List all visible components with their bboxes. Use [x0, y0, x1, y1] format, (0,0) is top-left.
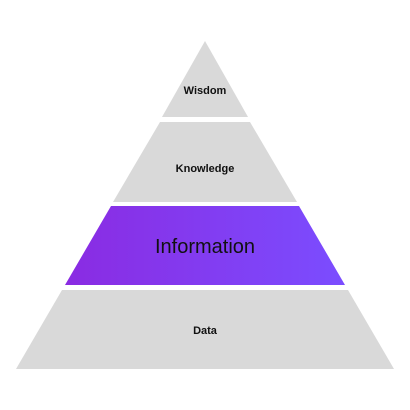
tier-data-label: Data [193, 325, 218, 337]
tier-information-label: Information [155, 236, 255, 258]
tier-knowledge [113, 122, 297, 202]
tier-wisdom-label: Wisdom [184, 85, 227, 97]
tier-knowledge-label: Knowledge [176, 163, 235, 175]
tier-information [65, 206, 345, 285]
tier-wisdom [162, 41, 248, 117]
tier-data [16, 290, 394, 369]
